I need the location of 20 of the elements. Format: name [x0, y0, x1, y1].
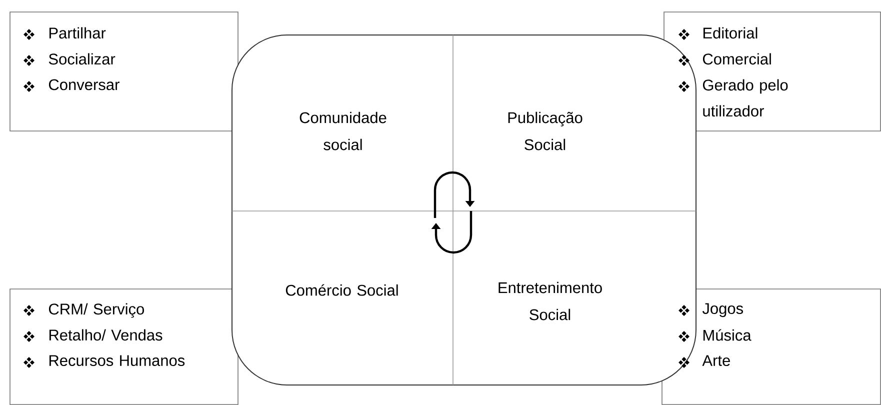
list-item: Música [703, 329, 752, 341]
list-item: Conversar [49, 79, 120, 90]
list-item: CRM/ Serviço [49, 303, 144, 318]
quadrant-label: Comunidade social [300, 112, 386, 150]
list-item: Jogos [702, 303, 743, 318]
quadrant-box [232, 34, 696, 386]
quadrant-label: Comércio Social [286, 284, 398, 296]
list-item: Arte [702, 355, 730, 366]
list-box [10, 288, 238, 405]
list-item: Socializar [48, 53, 116, 65]
quadrant-label: Entretenimento Social [498, 282, 602, 320]
list-item: Editorial [703, 27, 758, 39]
list-item: Gerado pelo utilizador [703, 79, 788, 117]
list-box [664, 12, 881, 132]
list-item: Comercial [703, 53, 771, 65]
list-item: Retalho/ Vendas [49, 329, 162, 341]
list-item: Recursos Humanos [49, 355, 185, 366]
quadrant-label: Publicação Social [508, 112, 582, 150]
list-item: Partilhar [49, 27, 106, 39]
list-box [10, 12, 238, 132]
